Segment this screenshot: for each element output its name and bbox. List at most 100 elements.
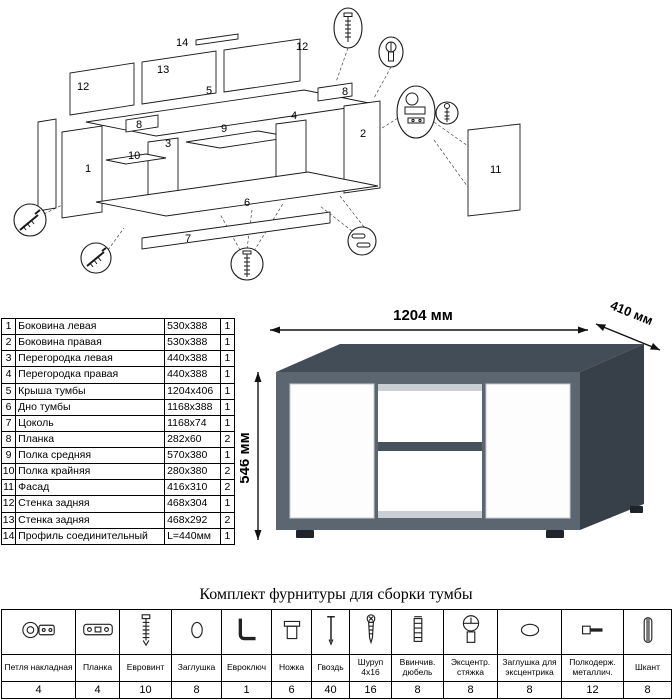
part-number-label: 7 bbox=[185, 233, 191, 245]
hardware-item-name: Эксцентр. стяжка bbox=[443, 654, 498, 682]
hardware-item-qty: 4 bbox=[1, 681, 76, 699]
part-number-label: 12 bbox=[77, 81, 89, 93]
part-number-label: 11 bbox=[490, 164, 501, 176]
part-size: 468x304 bbox=[164, 495, 221, 513]
part-size: 1168x74 bbox=[164, 414, 221, 432]
hardware-item-qty: 1 bbox=[221, 681, 272, 699]
part-number: 14 bbox=[0, 527, 17, 545]
hardware-item-name: Планка bbox=[75, 654, 120, 682]
part-number: 9 bbox=[0, 446, 17, 465]
part-number: 2 bbox=[0, 334, 17, 352]
part-size: 530x388 bbox=[164, 317, 221, 336]
part-qty: 2 bbox=[219, 463, 236, 481]
plate-icon bbox=[75, 609, 120, 655]
part-name: Боковина левая bbox=[15, 317, 166, 336]
hardware-item-name: Евровинт bbox=[119, 654, 172, 682]
camlock-icon bbox=[443, 609, 498, 655]
part-qty: 1 bbox=[219, 382, 236, 400]
hardware-item-qty: 16 bbox=[349, 681, 392, 699]
part-qty: 1 bbox=[219, 527, 236, 545]
part-number-label: 13 bbox=[157, 64, 169, 76]
part-size: 468x292 bbox=[164, 511, 221, 529]
depth-label: 410 мм bbox=[608, 300, 655, 328]
left-door-panel bbox=[37, 118, 57, 212]
part-number-label: 10 bbox=[128, 150, 140, 162]
part-qty: 2 bbox=[219, 430, 236, 449]
part-number: 1 bbox=[0, 317, 17, 336]
part-name: Боковина правая bbox=[15, 334, 166, 352]
hardware-item-qty: 8 bbox=[623, 681, 672, 699]
part-size: L=440мм bbox=[164, 527, 221, 545]
part-number-label: 5 bbox=[206, 85, 212, 97]
nail-icon bbox=[311, 609, 350, 655]
part-qty: 1 bbox=[219, 350, 236, 368]
part-number: 6 bbox=[0, 398, 17, 416]
leg-icon bbox=[271, 609, 312, 655]
part-size: 530x388 bbox=[164, 334, 221, 352]
part-qty: 1 bbox=[219, 414, 236, 432]
hardware-item-name: Заглушка для эксцентрика bbox=[497, 654, 562, 682]
height-dimension: 546 мм bbox=[236, 372, 262, 540]
part-name: Стенка задняя bbox=[15, 511, 166, 529]
hardware-item-qty: 8 bbox=[171, 681, 222, 699]
hardware-item-qty: 4 bbox=[75, 681, 120, 699]
part-number-label: 12 bbox=[296, 41, 308, 53]
part-name: Стенка задняя bbox=[15, 495, 166, 513]
part-size: 570x380 bbox=[164, 446, 221, 465]
part-size: 282x60 bbox=[164, 430, 221, 449]
shelf-support-icon bbox=[561, 609, 624, 655]
dowel-icon bbox=[623, 609, 672, 655]
screw-icon bbox=[349, 609, 392, 655]
part-name: Фасад bbox=[15, 479, 166, 497]
part-number-label: 8 bbox=[342, 86, 348, 98]
product-render: 1204 мм 410 мм 546 мм bbox=[236, 298, 661, 540]
hardware-item-name: Шуруп 4x16 bbox=[349, 654, 392, 682]
part-size: 440x388 bbox=[164, 366, 221, 384]
part-qty: 1 bbox=[219, 317, 236, 336]
hardware-item-name: Полкодерж. металлич. bbox=[561, 654, 624, 682]
hardware-item-name: Ножка bbox=[271, 654, 312, 682]
part-number: 11 bbox=[0, 479, 17, 497]
height-label: 546 мм bbox=[240, 432, 253, 483]
width-dimension: 1204 мм bbox=[270, 307, 588, 334]
part-size: 1168x388 bbox=[164, 398, 221, 416]
part-qty: 1 bbox=[219, 495, 236, 513]
plank-left bbox=[125, 114, 159, 133]
part-qty: 1 bbox=[219, 334, 236, 352]
hardware-icons-row bbox=[1, 609, 672, 655]
euroscrew-icon bbox=[119, 609, 172, 655]
hardware-item-name: Ввинчив. дюбель bbox=[391, 654, 444, 682]
hardware-item-qty: 40 bbox=[311, 681, 350, 699]
hardware-item-name: Гвоздь bbox=[311, 654, 350, 682]
part-number: 3 bbox=[0, 350, 17, 368]
part-qty: 2 bbox=[219, 511, 236, 529]
hardware-item-name: Шкант bbox=[623, 654, 672, 682]
part-name: Перегородка левая bbox=[15, 350, 166, 368]
callout-confirmat-screw-icon-2 bbox=[230, 247, 264, 281]
left-side-panel bbox=[61, 125, 103, 219]
front-right-leg bbox=[546, 530, 564, 538]
part-name: Полка крайняя bbox=[15, 463, 166, 481]
callout-screw-icon bbox=[13, 203, 47, 237]
cabinet-side-face bbox=[580, 344, 644, 530]
part-number-label: 8 bbox=[136, 119, 142, 131]
right-door bbox=[485, 383, 571, 519]
niche-top-shade bbox=[378, 384, 482, 391]
part-qty: 1 bbox=[219, 366, 236, 384]
hardware-item-qty: 8 bbox=[443, 681, 498, 699]
